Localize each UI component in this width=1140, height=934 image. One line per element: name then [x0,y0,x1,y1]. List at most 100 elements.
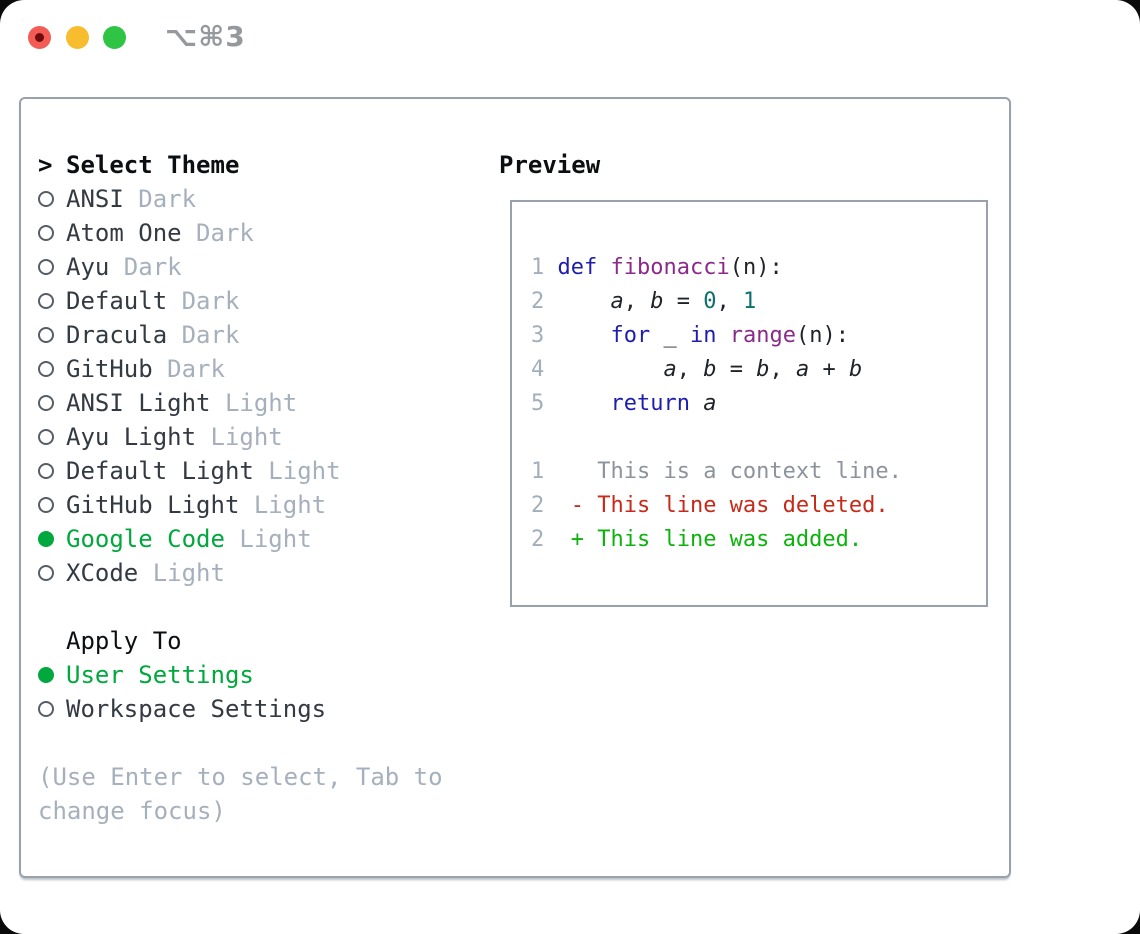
usage-hint: (Use Enter to select, Tab to change focu… [38,763,443,825]
token-pl: = [716,357,757,382]
token-pl [558,289,611,314]
select-theme-header: > Select Theme [38,148,490,182]
token-var: b [848,357,863,382]
apply-option-label: User Settings [66,661,254,689]
token-pl: , [676,357,704,382]
theme-option-ansi-light[interactable]: ANSI Light Light [38,386,490,420]
close-button[interactable] [28,26,51,49]
theme-option-xcode[interactable]: XCode Light [38,556,490,590]
code-line: 5 return a [531,387,986,421]
code-line: 4 a, b = b, a + b [531,353,986,387]
token-var: a [663,357,677,382]
theme-variant-label: Light [210,389,298,417]
radio-unselected-icon [38,463,54,479]
token-fn: range [729,323,796,348]
radio-marker [38,361,66,377]
token-pl: (n): [729,255,783,280]
radio-marker [38,395,66,411]
line-number: 1 [531,459,545,484]
radio-unselected-icon [38,293,54,309]
token-pl [716,323,729,348]
keyboard-shortcut-label: ⌥⌘3 [165,20,246,53]
blank-line [531,421,986,455]
token-pl: = [663,289,704,314]
theme-option-default-light[interactable]: Default Light Light [38,454,490,488]
token-pl [597,255,610,280]
theme-name: Default Light [66,457,254,485]
radio-marker [38,327,66,343]
token-pl [690,391,703,416]
apply-option-workspace-settings[interactable]: Workspace Settings [38,692,490,726]
token-kw: return [610,391,690,416]
token-kw: in [689,323,717,348]
line-number: 3 [531,323,545,348]
theme-name: XCode [66,559,139,587]
cursor-marker: > [38,148,66,182]
radio-unselected-icon [38,361,54,377]
apply-to-title: Apply To [66,627,182,655]
code-line: 2 a, b = 0, 1 [531,285,986,319]
apply-option-label: Workspace Settings [66,695,327,723]
theme-option-github[interactable]: GitHub Dark [38,352,490,386]
theme-name: GitHub [66,355,153,383]
theme-option-github-light[interactable]: GitHub Light Light [38,488,490,522]
radio-marker [38,701,66,717]
theme-name: Dracula [66,321,168,349]
radio-marker [38,531,66,547]
diff-line-del: 2 - This line was deleted. [531,489,986,523]
line-number: 2 [531,493,545,518]
code-line: 1 def fibonacci(n): [531,251,986,285]
apply-option-user-settings[interactable]: User Settings [38,658,490,692]
token-var: b [756,357,770,382]
token-var: a [703,391,717,416]
token-var: b [650,289,664,314]
radio-unselected-icon [38,225,54,241]
radio-unselected-icon [38,497,54,513]
theme-option-ayu-light[interactable]: Ayu Light Light [38,420,490,454]
radio-marker [38,191,66,207]
diff-text: + This line was added. [557,527,863,552]
minimize-button[interactable] [66,26,89,49]
theme-name: Ayu Light [66,423,197,451]
theme-option-ansi[interactable]: ANSI Dark [38,182,490,216]
theme-option-dracula[interactable]: Dracula Dark [38,318,490,352]
theme-option-atom-one[interactable]: Atom One Dark [38,216,490,250]
theme-option-ayu[interactable]: Ayu Dark [38,250,490,284]
radio-marker [38,259,66,275]
radio-unselected-icon [38,259,54,275]
window-titlebar: ⌥⌘3 [0,0,1140,74]
line-number: 4 [531,357,545,382]
select-theme-title: Select Theme [66,151,240,179]
theme-variant-label: Dark [181,219,254,247]
line-number: 2 [531,527,545,552]
theme-variant-label: Light [253,457,341,485]
token-pl: (n): [795,323,849,348]
radio-selected-icon [38,667,54,683]
radio-marker [38,225,66,241]
theme-option-default[interactable]: Default Dark [38,284,490,318]
token-var: a [795,357,810,382]
token-kw: for [610,323,651,348]
token-pl [558,323,611,348]
theme-name: ANSI Light [66,389,211,417]
theme-variant-label: Light [239,491,327,519]
radio-marker [38,565,66,581]
theme-option-google-code[interactable]: Google Code Light [38,522,490,556]
radio-marker [38,429,66,445]
radio-unselected-icon [38,327,54,343]
theme-variant-label: Dark [152,355,225,383]
maximize-button[interactable] [103,26,126,49]
radio-unselected-icon [38,395,54,411]
token-num: 0 [703,289,717,314]
radio-marker [38,667,66,683]
code-line: 3 for _ in range(n): [531,319,986,353]
radio-marker [38,293,66,309]
token-fn: fibonacci [610,255,730,280]
radio-unselected-icon [38,701,54,717]
diff-text: This is a context line. [557,459,902,484]
